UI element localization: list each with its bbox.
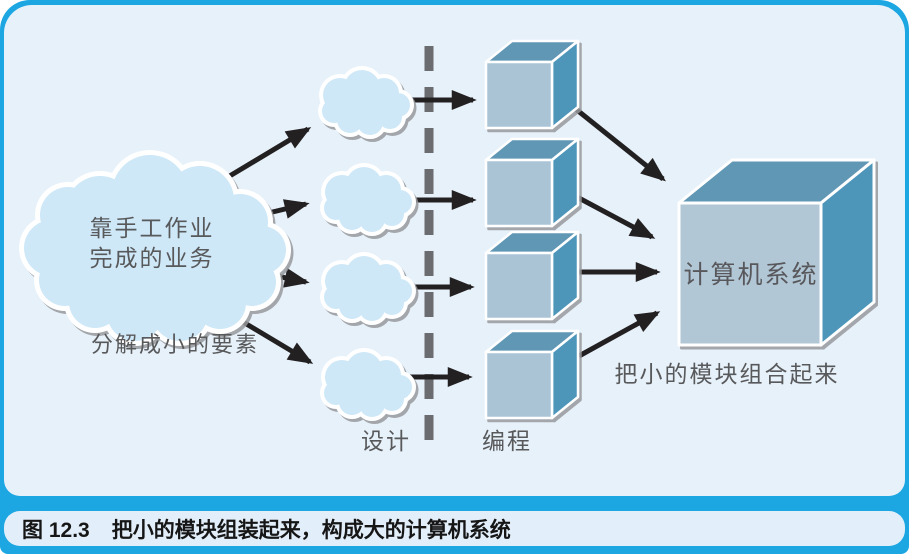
figure-caption-number: 图 12.3 <box>22 518 90 542</box>
assemble-label: 把小的模块组合起来 <box>615 361 840 387</box>
manual-cloud-text-line1: 靠手工作业 <box>90 215 215 241</box>
decompose-label: 分解成小的要素 <box>91 332 259 357</box>
element-cloud <box>320 348 416 421</box>
manual-work-cloud: 靠手工作业 完成的业务 <box>19 150 291 346</box>
diagram-canvas: 靠手工作业 完成的业务 计算机系统 分解成小的要素 设计 编程 把小的模块组合起… <box>19 39 876 455</box>
element-cloud <box>318 66 414 139</box>
manual-cloud-text-line2: 完成的业务 <box>90 245 215 271</box>
arrow <box>575 194 656 240</box>
module-cube <box>484 230 580 321</box>
figure-caption-title: 把小的模块组装起来，构成大的计算机系统 <box>111 518 511 542</box>
module-cube <box>484 137 580 228</box>
arrow <box>577 310 661 359</box>
figure-caption-bar: 图 12.3 把小的模块组装起来，构成大的计算机系统 <box>4 511 905 546</box>
cloud-to-cube-arrows <box>406 90 477 387</box>
design-phase-label: 设计 <box>361 428 411 454</box>
module-cube <box>484 329 580 420</box>
assemble-arrows <box>570 104 666 359</box>
computer-system-label: 计算机系统 <box>683 261 818 289</box>
arrow <box>226 126 312 180</box>
computer-system-cube: 计算机系统 <box>677 158 876 347</box>
arrow <box>570 104 666 182</box>
element-cloud <box>320 252 416 325</box>
programming-phase-label: 编程 <box>482 428 532 454</box>
module-cube <box>484 39 580 130</box>
element-cloud <box>320 163 416 236</box>
